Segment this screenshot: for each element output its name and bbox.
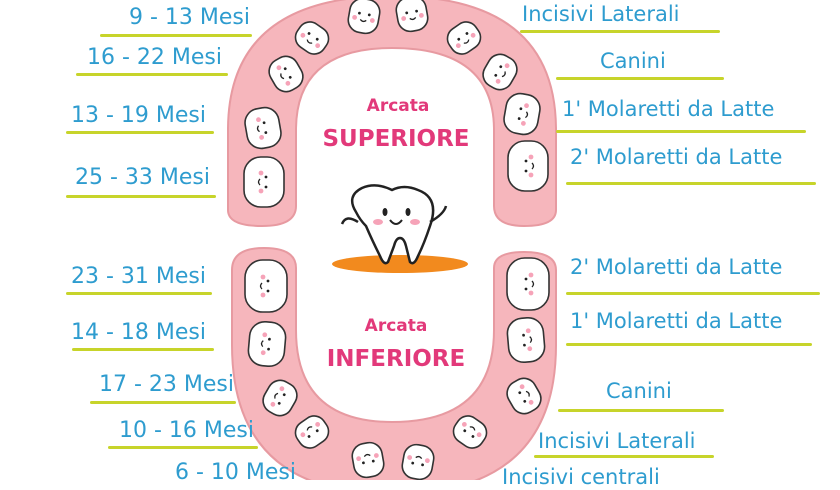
underline [76, 73, 228, 76]
tooth-icon [452, 415, 488, 449]
underline [66, 292, 212, 295]
tooth-icon [268, 55, 304, 93]
tooth-icon [347, 0, 381, 35]
underline [100, 34, 252, 37]
tooth-icon [503, 92, 541, 136]
underline [534, 455, 714, 458]
lower-arch-title-small: Arcata [364, 316, 428, 336]
tooth-icon [446, 21, 482, 55]
upper-age-label: 25 - 33 Mesi [75, 165, 210, 190]
underline [558, 409, 724, 412]
tooth-icon [247, 320, 287, 368]
upper-tooth-name: Incisivi Laterali [522, 2, 680, 26]
tooth-icon [395, 0, 429, 33]
underline [566, 343, 812, 346]
upper-gum [227, 0, 557, 228]
upper-tooth-name: 1' Molaretti da Latte [562, 97, 775, 121]
underline [72, 348, 214, 351]
tooth-icon [507, 140, 549, 192]
lower-tooth-name: 2' Molaretti da Latte [570, 255, 783, 279]
underline [66, 195, 216, 198]
upper-age-label: 16 - 22 Mesi [87, 45, 222, 70]
underline [566, 292, 820, 295]
tooth-icon [506, 377, 542, 415]
upper-teeth [243, 0, 549, 208]
underline [66, 131, 214, 134]
upper-tooth-name: 2' Molaretti da Latte [570, 145, 783, 169]
tooth-icon [482, 53, 518, 91]
tooth-icon [244, 259, 288, 313]
tooth-icon [506, 316, 546, 364]
lower-teeth [244, 257, 550, 480]
mouth-diagram [227, 0, 557, 480]
underline [566, 182, 816, 185]
underline [556, 130, 806, 133]
upper-tooth-name: Canini [600, 49, 666, 73]
underline [90, 401, 236, 404]
lower-tooth-name: Incisivi centrali [502, 465, 660, 489]
tooth-icon [294, 415, 330, 449]
tooth-icon [506, 257, 550, 311]
lower-arch-title-big: INFERIORE [326, 346, 466, 372]
underline [108, 446, 258, 449]
tooth-icon [262, 379, 298, 417]
lower-tooth-name: Canini [606, 379, 672, 403]
lower-age-label: 23 - 31 Mesi [71, 264, 206, 289]
lower-tooth-name: Incisivi Laterali [538, 429, 696, 453]
lower-age-label: 14 - 18 Mesi [71, 320, 206, 345]
tooth-icon [351, 441, 385, 479]
tooth-icon [294, 21, 330, 55]
underline [556, 77, 724, 80]
tooth-icon [401, 443, 435, 480]
upper-arch-title-big: SUPERIORE [322, 126, 470, 152]
tooth-icon [243, 156, 285, 208]
upper-age-label: 9 - 13 Mesi [129, 5, 250, 30]
lower-tooth-name: 1' Molaretti da Latte [570, 309, 783, 333]
lower-age-label: 10 - 16 Mesi [119, 418, 254, 443]
tooth-mascot-icon [332, 184, 468, 273]
underline [520, 30, 720, 33]
tooth-icon [244, 106, 282, 150]
upper-age-label: 13 - 19 Mesi [71, 103, 206, 128]
lower-age-label: 17 - 23 Mesi [99, 372, 234, 397]
lower-age-label: 6 - 10 Mesi [175, 460, 296, 485]
teeth-eruption-chart: Arcata SUPERIORE Arcata INFERIORE 9 - 13… [66, 0, 820, 489]
upper-arch-title-small: Arcata [366, 96, 430, 116]
